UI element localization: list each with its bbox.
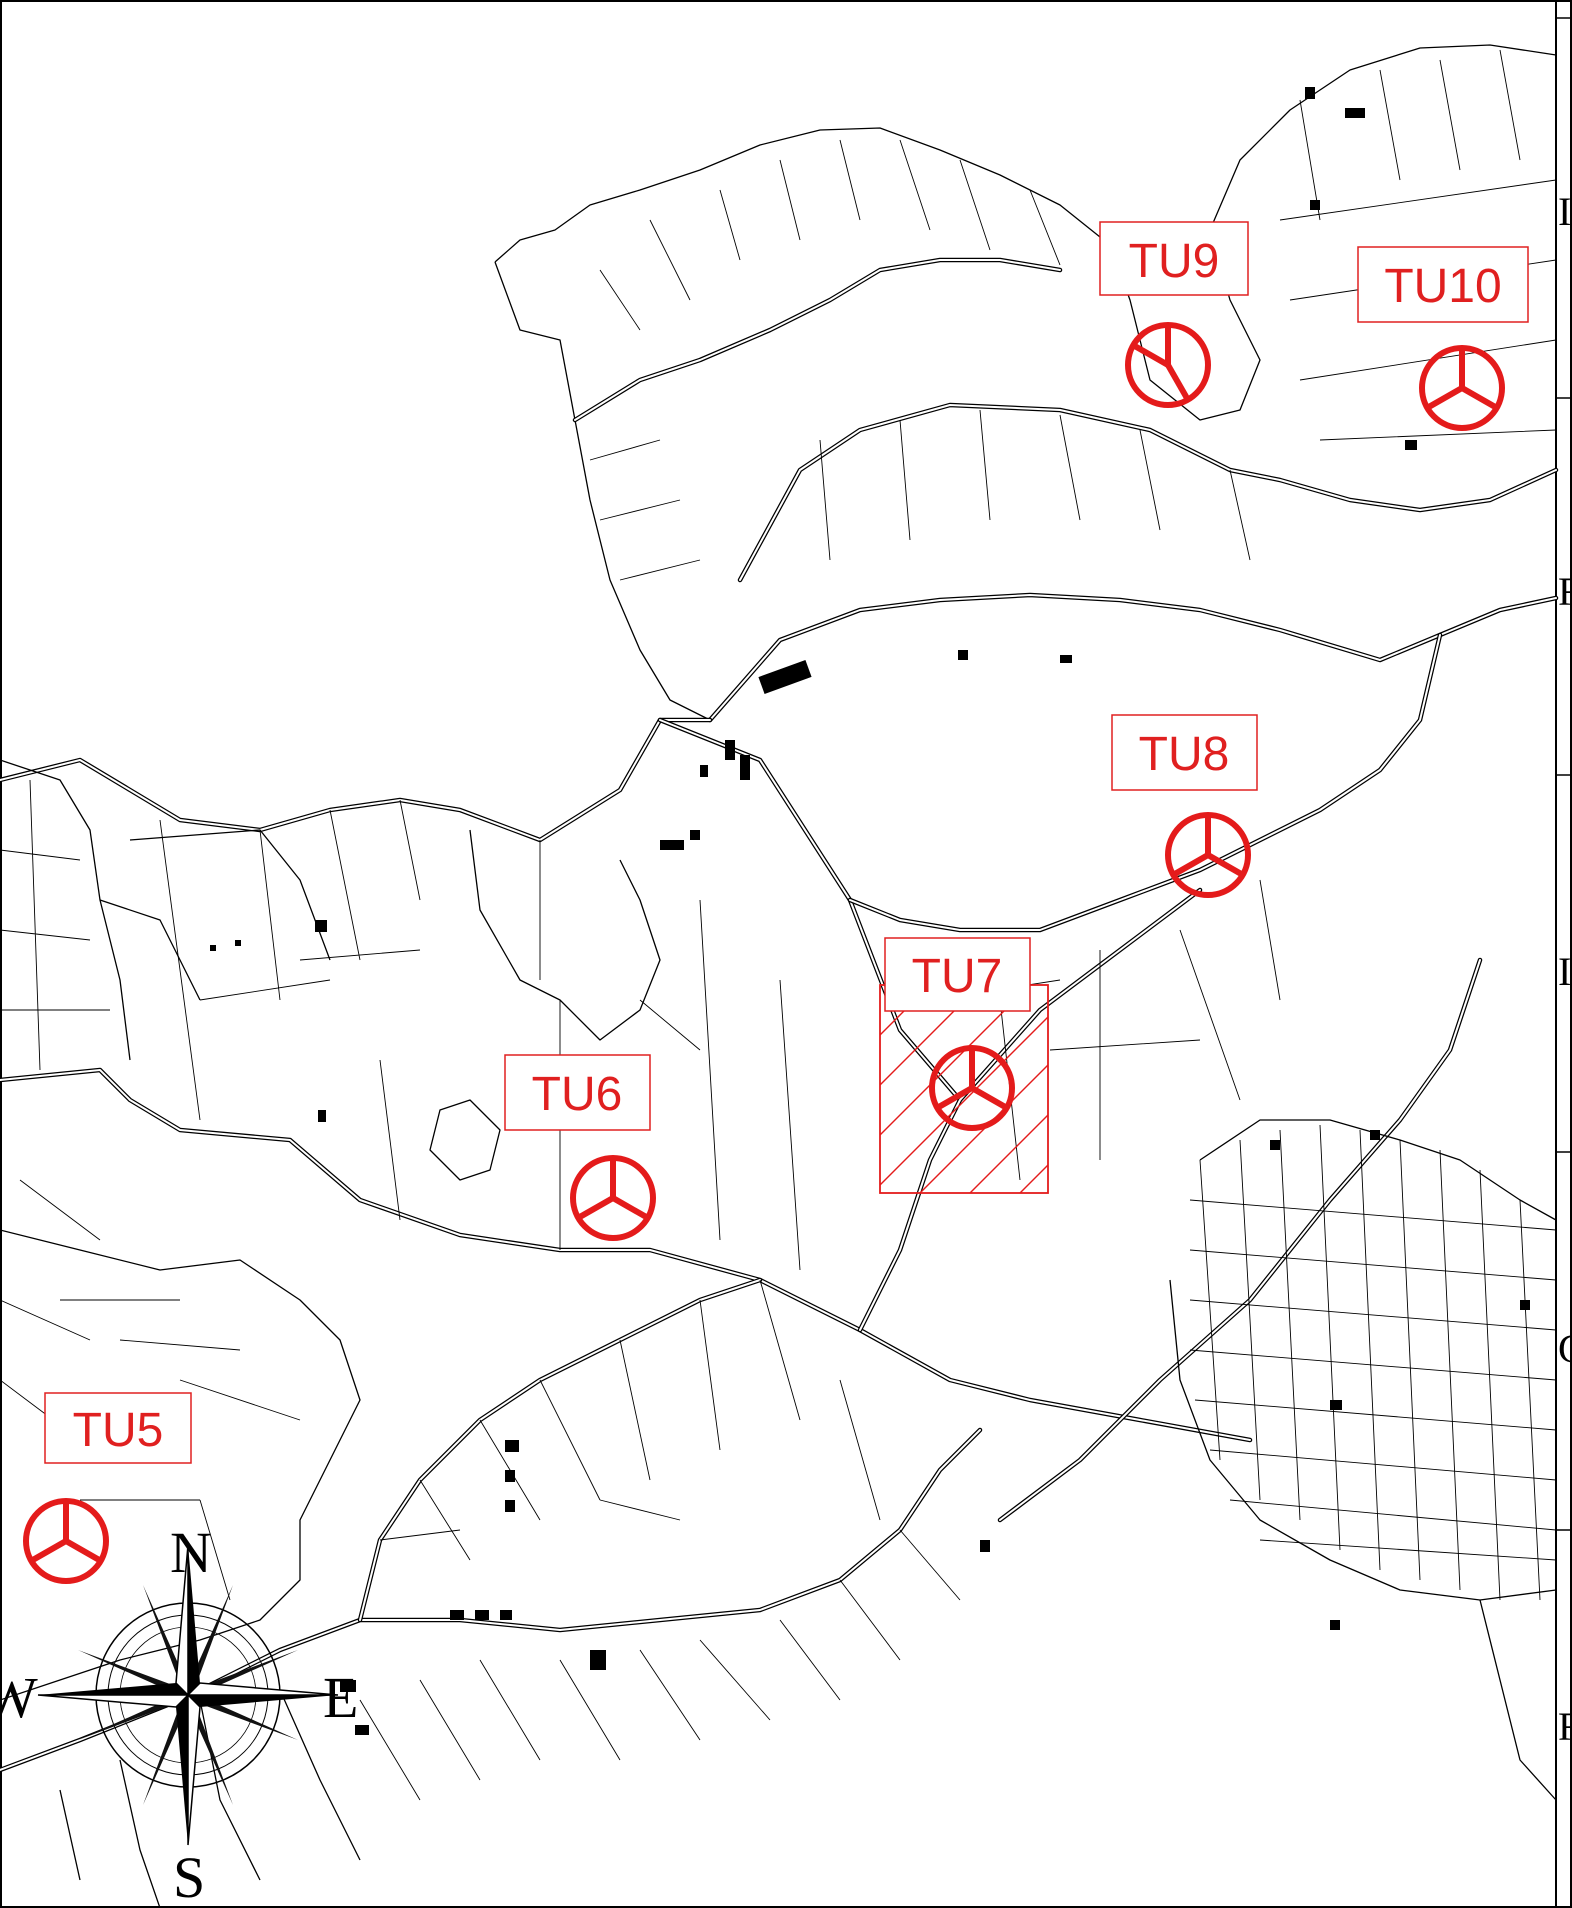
turbine-label-box: [1099, 221, 1249, 296]
edge-letter: F: [1558, 1704, 1572, 1749]
turbine-label: TU5: [73, 1404, 164, 1457]
buildings: [210, 87, 1530, 1735]
wind-turbine-icon: [1125, 322, 1211, 408]
wind-turbine-icon: [23, 1498, 109, 1584]
turbine-label-box: [504, 1054, 651, 1131]
turbine-label-box: [1111, 714, 1258, 791]
turbine-TU7: TU7: [884, 937, 1031, 1131]
turbine-TU9: TU9: [1099, 221, 1249, 408]
parcel-outlines: [0, 44, 1559, 1908]
turbine-TU5: TU5: [23, 1392, 192, 1584]
wind-turbine-icon: [1165, 812, 1251, 898]
turbine-TU8: TU8: [1111, 714, 1258, 898]
turbine-label: TU9: [1129, 235, 1220, 288]
turbine-label: TU7: [912, 950, 1003, 1003]
turbine-TU10: TU10: [1357, 246, 1529, 431]
compass-south: S: [173, 1845, 205, 1908]
turbine-TU6: TU6: [504, 1054, 656, 1241]
compass-north: N: [170, 1520, 212, 1585]
edge-letter: F: [1558, 569, 1572, 614]
edge-letter: G: [1558, 1326, 1572, 1371]
turbine-label: TU8: [1139, 728, 1230, 781]
compass-west: W: [0, 1665, 38, 1730]
compass-east: E: [323, 1665, 358, 1730]
turbine-label: TU10: [1384, 260, 1501, 313]
margin-ticks: [1556, 17, 1572, 1531]
compass-rose-icon: N S E W: [0, 1520, 358, 1908]
turbine-label-box: [44, 1392, 192, 1464]
wind-turbine-icon: [929, 1045, 1015, 1131]
wind-turbine-icon: [1419, 345, 1505, 431]
edge-letter: I: [1558, 949, 1571, 994]
edge-letter: I: [1558, 189, 1571, 234]
turbine-label-box: [1357, 246, 1529, 323]
turbine-label-box: [884, 937, 1031, 1012]
wind-turbine-icon: [570, 1155, 656, 1241]
turbine-label: TU6: [532, 1068, 623, 1121]
edge-letters: I F I G F: [1558, 189, 1572, 1749]
